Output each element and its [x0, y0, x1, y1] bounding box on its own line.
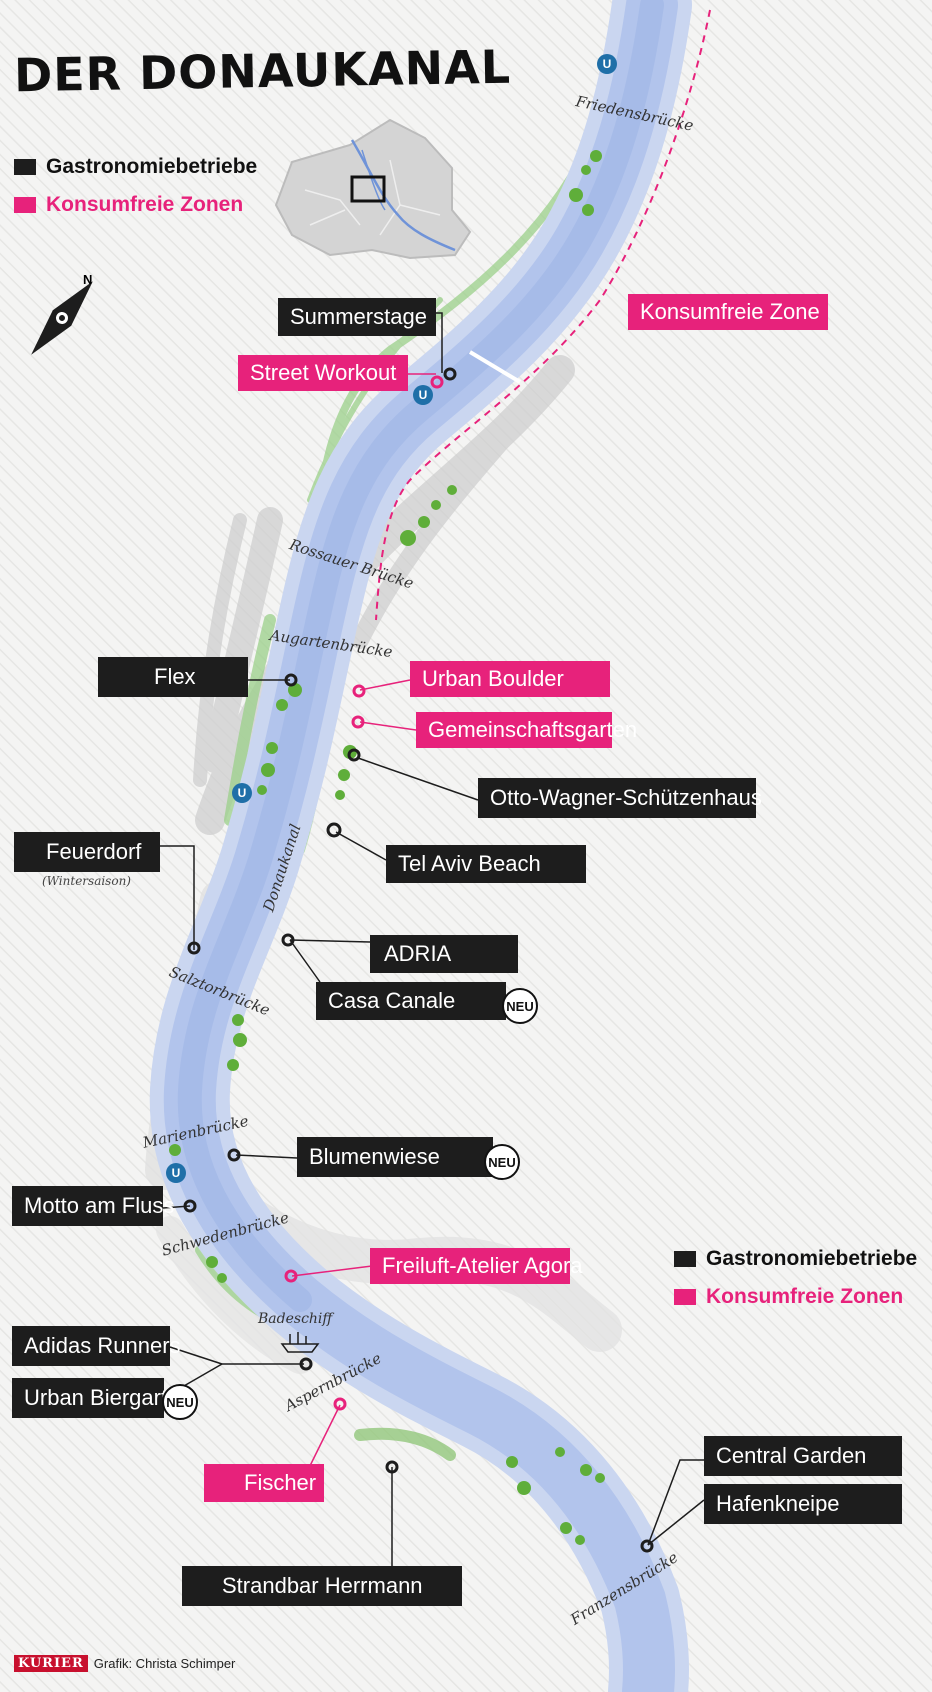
label-central-garden: Central Garden: [704, 1436, 902, 1476]
neu-badge: NEU: [162, 1384, 198, 1420]
credit-text: Grafik: Christa Schimper: [93, 1656, 236, 1671]
label-adidas-runners: Adidas Runners: [12, 1326, 181, 1366]
gastro-swatch: [674, 1251, 696, 1267]
gastro-swatch: [14, 159, 36, 175]
legend-konsumfrei-label: Konsumfreie Zonen: [46, 193, 244, 216]
ubahn-icon: U: [597, 54, 617, 74]
tree-dots: [169, 150, 605, 1545]
label-tel-aviv: Tel Aviv Beach: [386, 845, 586, 883]
legend-top: Gastronomiebetriebe Konsumfreie Zonen: [14, 148, 257, 224]
label-gemeinschaftsgarten: Gemeinschaftsgarten: [416, 712, 637, 748]
label-strandbar-herrmann: Strandbar Herrmann: [182, 1566, 462, 1606]
badeschiff-icon: [280, 1332, 320, 1353]
kurier-logo: KURIER: [14, 1655, 88, 1672]
neu-badge: NEU: [502, 988, 538, 1024]
ubahn-icon: U: [166, 1163, 186, 1183]
label-urban-boulder: Urban Boulder: [410, 661, 610, 697]
label-casa-canale: Casa Canale: [316, 982, 506, 1020]
map-title: DER DONAUKANAL: [13, 39, 512, 103]
label-hafenkneipe: Hafenkneipe: [704, 1484, 902, 1524]
label-summerstage: Summerstage: [278, 298, 436, 336]
legend-bottom: Gastronomiebetriebe Konsumfreie Zonen: [674, 1240, 917, 1316]
label-feuerdorf-note: (Wintersaison): [42, 874, 131, 888]
ubahn-icon: U: [413, 385, 433, 405]
label-fischer: Fischer: [204, 1464, 324, 1502]
label-freiluft-atelier: Freiluft-Atelier Agora: [370, 1248, 583, 1284]
leader-lines: [160, 312, 705, 1570]
label-urban-biergarten: Urban Biergarte: [12, 1378, 179, 1418]
legend-gastro-label: Gastronomiebetriebe: [706, 1247, 918, 1270]
legend-gastro-label: Gastronomiebetriebe: [46, 155, 258, 178]
label-motto-am-fluss: Motto am Fluss: [12, 1186, 174, 1226]
ubahn-icon: U: [232, 783, 252, 803]
weir-marker: [468, 350, 522, 384]
compass-icon: [31, 281, 93, 355]
konsumfrei-swatch: [674, 1289, 696, 1305]
label-badeschiff: Badeschiff: [258, 1311, 333, 1327]
label-feuerdorf: Feuerdorf: [14, 832, 160, 872]
label-otto-wagner: Otto-Wagner-Schützenhaus: [478, 778, 762, 818]
label-flex: Flex: [98, 657, 248, 697]
vienna-inset-map: [274, 118, 472, 260]
gastro-markers: [183, 367, 654, 1553]
credit-footer: KURIER Grafik: Christa Schimper: [14, 1655, 235, 1672]
legend-konsumfrei-label: Konsumfreie Zonen: [706, 1285, 904, 1308]
label-blumenwiese: Blumenwiese: [297, 1137, 493, 1177]
donaukanal-water: [149, 0, 692, 1692]
konsumfrei-markers: [284, 375, 444, 1411]
konsumfrei-swatch: [14, 197, 36, 213]
label-adria: ADRIA: [370, 935, 518, 973]
compass-north-label: N: [83, 272, 93, 287]
label-konsumfreie-zone: Konsumfreie Zone: [628, 294, 828, 330]
neu-badge: NEU: [484, 1144, 520, 1180]
label-street-workout: Street Workout: [238, 355, 408, 391]
